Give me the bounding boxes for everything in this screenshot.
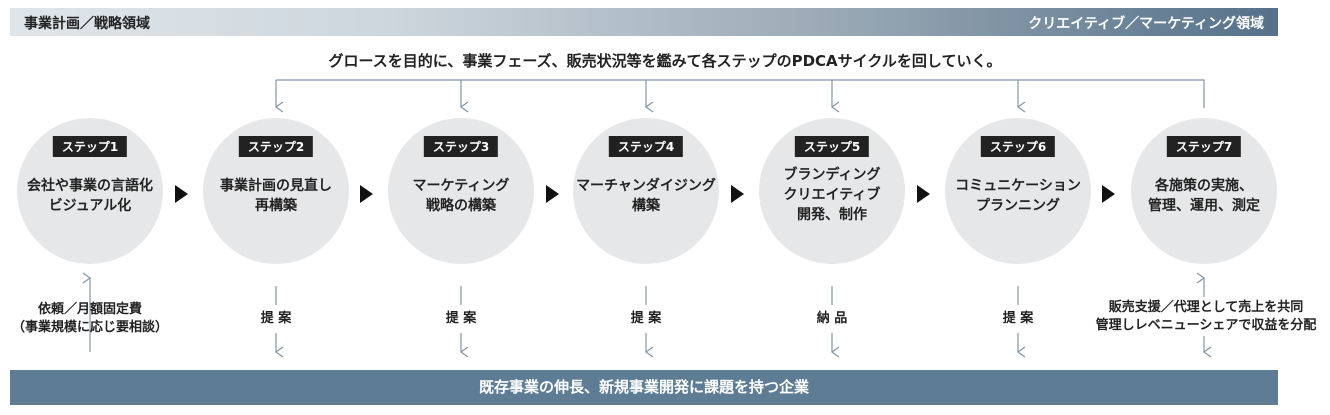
step-7-note-line1: 販売支援／代理として売上を共同: [1108, 300, 1304, 315]
step-7-title-line2: 管理、運用、測定: [1148, 198, 1260, 214]
strategy-domain-label: 事業計画／戦略領域: [24, 16, 150, 32]
step-7-note-line2: 管理しレベニューシェアで収益を分配: [1095, 318, 1317, 333]
step-3-badge: ステップ3: [423, 136, 499, 157]
feedback-loop-line: [276, 79, 1205, 108]
step-6-title-line1: コミュニケーション: [955, 178, 1081, 194]
step-1-title-line2: ビジュアル化: [48, 198, 132, 214]
step-7-title-line1: 各施策の実施、: [1155, 178, 1253, 194]
step-3-note: 提 案: [445, 311, 477, 326]
step-1-circle: ステップ1 会社や事業の言語化 ビジュアル化: [17, 118, 163, 264]
step-5-title-line3: 開発、制作: [797, 207, 867, 223]
step-2-note: 提 案: [260, 311, 292, 326]
step-3-circle: ステップ3 マーケティング 戦略の構築: [388, 118, 534, 264]
domain-header-bar: 事業計画／戦略領域 クリエイティブ／マーケティング領域: [10, 8, 1278, 36]
step-4-title-line1: マーチャンダイジング: [576, 178, 716, 194]
step-5-circle: ステップ5 ブランディング クリエイティブ 開発、制作: [759, 118, 905, 264]
step-7-circle: ステップ7 各施策の実施、 管理、運用、測定: [1131, 118, 1277, 264]
step-2-title-line2: 再構築: [255, 198, 297, 214]
next-arrow-1-2: [175, 185, 188, 203]
step-1-note-line2: （事業規模に応じ要相談）: [11, 320, 168, 335]
step-1-badge: ステップ1: [52, 136, 128, 157]
next-arrow-4-5: [731, 185, 744, 203]
step-6-note: 提 案: [1002, 311, 1034, 326]
step-7-badge: ステップ7: [1166, 136, 1242, 157]
step-2-badge: ステップ2: [238, 136, 314, 157]
step-4-note: 提 案: [630, 311, 662, 326]
step-2-circle: ステップ2 事業計画の見直し 再構築: [203, 118, 349, 264]
next-arrow-2-3: [360, 185, 373, 203]
step-6-title-line2: プランニング: [976, 198, 1060, 214]
step-3-title-line2: 戦略の構築: [426, 198, 496, 214]
step-6-badge: ステップ6: [980, 136, 1056, 157]
step-1-note-line1: 依頼／月額固定費: [37, 302, 142, 317]
next-arrow-3-4: [546, 185, 559, 203]
step-6-circle: ステップ6 コミュニケーション プランニング: [945, 118, 1091, 264]
next-arrow-5-6: [917, 185, 930, 203]
step-2-title-line1: 事業計画の見直し: [220, 178, 332, 194]
step-4-circle: ステップ4 マーチャンダイジング 構築: [573, 118, 719, 264]
creative-domain-label: クリエイティブ／マーケティング領域: [1028, 16, 1264, 32]
step-3-title-line1: マーケティング: [412, 178, 510, 194]
step-7-note: 販売支援／代理として売上を共同 管理しレベニューシェアで収益を分配: [1088, 299, 1324, 335]
next-arrow-6-7: [1102, 185, 1115, 203]
step-5-badge: ステップ5: [794, 136, 870, 157]
step-4-title-line2: 構築: [632, 198, 660, 214]
pdca-headline: グロースを目的に、事業フェーズ、販売状況等を鑑みて各ステップのPDCAサイクルを…: [328, 52, 1002, 70]
step-1-title-line1: 会社や事業の言語化: [27, 178, 153, 194]
step-1-note: 依頼／月額固定費 （事業規模に応じ要相談）: [0, 301, 180, 337]
step-5-note: 納 品: [816, 311, 848, 326]
step-5-title-line2: クリエイティブ: [783, 187, 881, 203]
target-client-bar: 既存事業の伸長、新規事業開発に課題を持つ企業: [10, 370, 1278, 405]
step-4-badge: ステップ4: [608, 136, 684, 157]
step-5-title-line1: ブランディング: [783, 167, 881, 183]
